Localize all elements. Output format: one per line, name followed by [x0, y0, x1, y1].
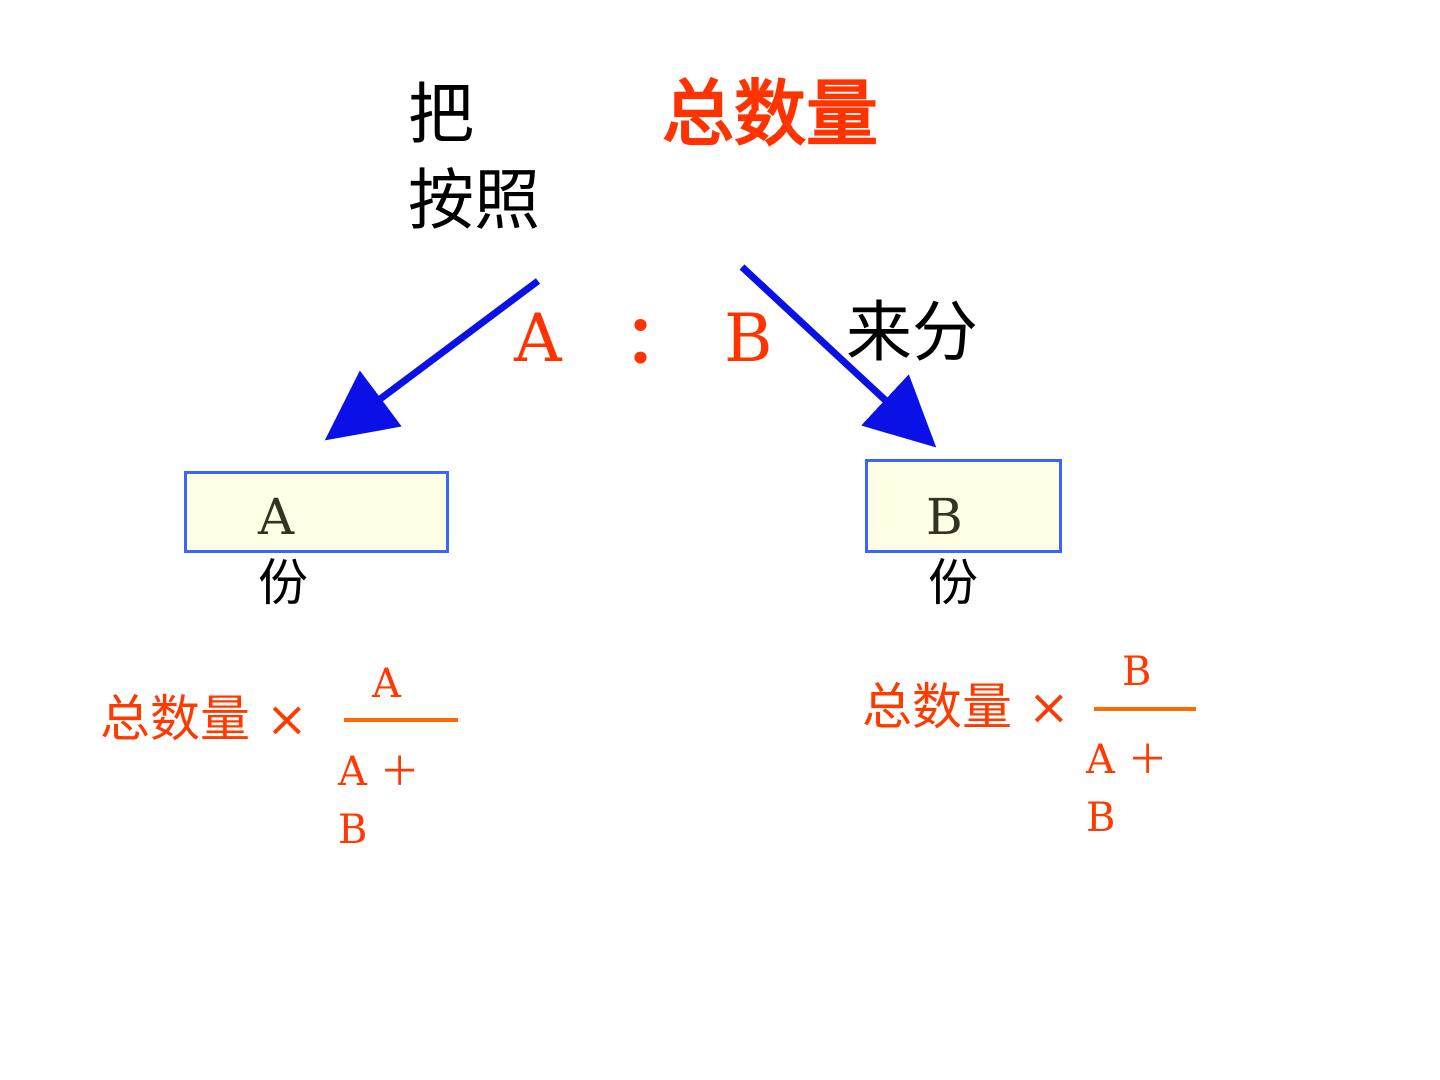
right-denominator-line1: A ＋ — [1086, 737, 1168, 783]
left-box-unit: 份 — [258, 554, 308, 612]
left-numerator: A — [372, 661, 401, 707]
right-formula-prefix: 总数量 × — [862, 678, 1070, 736]
ratio-a: A — [514, 300, 562, 377]
word-ba: 把 — [408, 76, 474, 153]
right-denominator-line2: B — [1086, 795, 1116, 841]
left-denominator-line2: B — [338, 807, 368, 853]
total-quantity-title: 总数量 — [662, 71, 879, 156]
right-fraction-bar — [1094, 707, 1196, 711]
ratio-b: B — [724, 300, 773, 377]
left-fraction-bar — [344, 718, 458, 722]
right-box-letter: B — [926, 488, 963, 546]
left-portion-box — [184, 471, 449, 553]
left-box-letter: A — [258, 488, 295, 546]
ratio-colon: ： — [624, 300, 690, 378]
right-portion-box — [865, 459, 1062, 553]
right-arrow — [739, 264, 937, 448]
word-anzhao: 按照 — [408, 162, 540, 239]
right-numerator: B — [1122, 649, 1152, 695]
left-denominator-line1: A ＋ — [338, 749, 420, 795]
left-arrow — [324, 278, 541, 441]
left-formula-prefix: 总数量 × — [100, 690, 308, 748]
word-laifen: 来分 — [846, 294, 978, 371]
right-box-unit: 份 — [928, 554, 978, 612]
